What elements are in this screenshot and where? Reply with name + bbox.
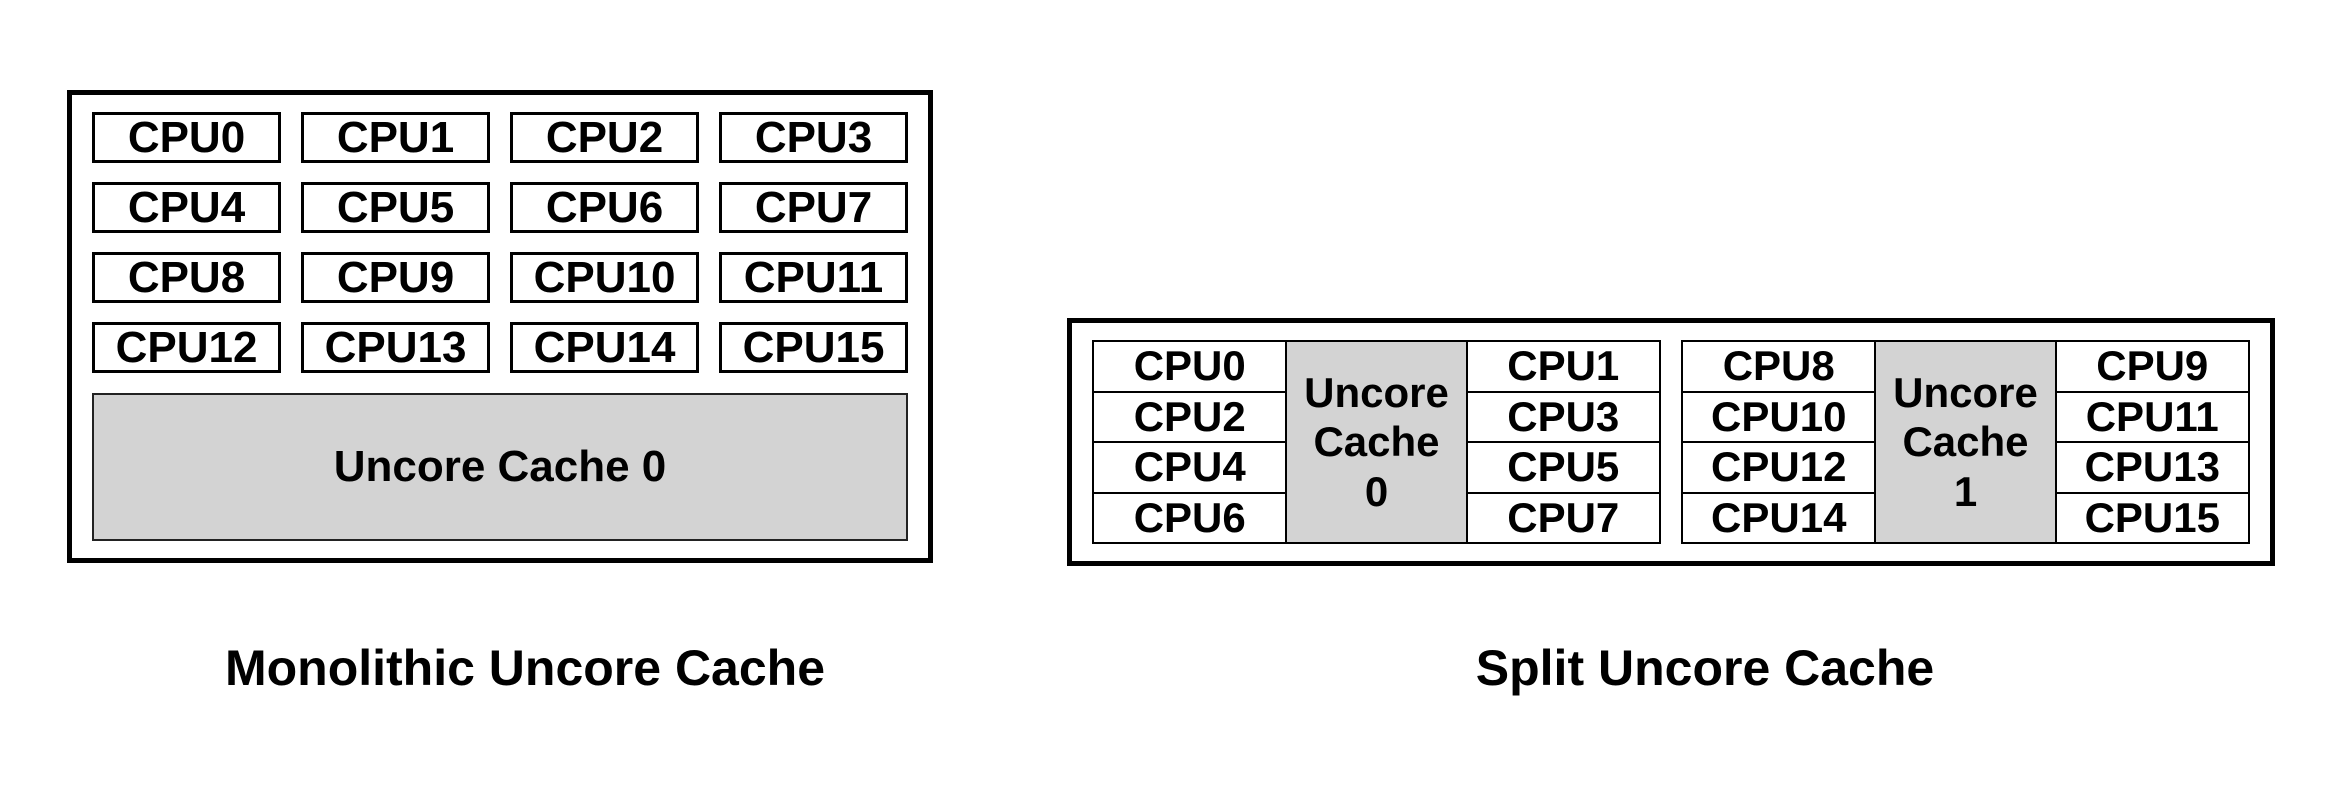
cpu-box-cpu12: CPU12 bbox=[92, 322, 281, 373]
cpu-cell-cpu9: CPU9 bbox=[2056, 342, 2248, 393]
monolithic-caption: Monolithic Uncore Cache bbox=[224, 640, 826, 696]
monolithic-uncore-cache-label: Uncore Cache 0 bbox=[333, 442, 667, 491]
cpu-box-cpu10: CPU10 bbox=[510, 252, 699, 303]
cpu-cell-cpu14: CPU14 bbox=[1711, 493, 1847, 541]
cpu-cell-cpu13: CPU13 bbox=[2056, 443, 2248, 494]
cpu-box-cpu9: CPU9 bbox=[301, 252, 490, 303]
cpu-box-cpu15: CPU15 bbox=[719, 322, 908, 373]
cpu-box-cpu0: CPU0 bbox=[92, 112, 281, 163]
cpu-cell-cpu7: CPU7 bbox=[1507, 493, 1620, 541]
cpu-cell-cpu15: CPU15 bbox=[2084, 493, 2220, 541]
cpu-cell-cpu11: CPU11 bbox=[2056, 393, 2248, 443]
cpu-box-cpu7: CPU7 bbox=[719, 182, 908, 233]
uncore-cache-0-box: Uncore Cache 0 bbox=[1287, 340, 1466, 544]
uncore-cache-0-label: Uncore Cache 0 bbox=[1304, 369, 1449, 515]
cpu-cell-cpu10: CPU10 bbox=[1683, 393, 1875, 443]
split-caption: Split Uncore Cache bbox=[1475, 640, 1935, 696]
uncore-cache-1-label: Uncore Cache 1 bbox=[1893, 369, 2038, 515]
cpu-box-cpu8: CPU8 bbox=[92, 252, 281, 303]
cpu-cell-cpu5: CPU5 bbox=[1467, 443, 1659, 494]
cpu-cell-cpu8: CPU8 bbox=[1683, 342, 1875, 393]
cpu-box-cpu4: CPU4 bbox=[92, 182, 281, 233]
uncore-cache-1-box: Uncore Cache 1 bbox=[1876, 340, 2055, 544]
cpu-cell-cpu4: CPU4 bbox=[1094, 443, 1286, 494]
cpu-cell-cpu2: CPU2 bbox=[1094, 393, 1286, 443]
cpu-box-cpu5: CPU5 bbox=[301, 182, 490, 233]
cpu-box-cpu6: CPU6 bbox=[510, 182, 699, 233]
cpu-box-cpu14: CPU14 bbox=[510, 322, 699, 373]
cpu-box-cpu13: CPU13 bbox=[301, 322, 490, 373]
monolithic-uncore-cache-box: Uncore Cache 0 bbox=[92, 393, 908, 541]
cpu-cell-cpu1: CPU1 bbox=[1467, 342, 1659, 393]
cpu-cell-cpu12: CPU12 bbox=[1683, 443, 1875, 494]
cpu-box-cpu11: CPU11 bbox=[719, 252, 908, 303]
cpu-box-cpu3: CPU3 bbox=[719, 112, 908, 163]
cpu-box-cpu1: CPU1 bbox=[301, 112, 490, 163]
cpu-cell-cpu3: CPU3 bbox=[1467, 393, 1659, 443]
cpu-box-cpu2: CPU2 bbox=[510, 112, 699, 163]
cpu-cell-cpu6: CPU6 bbox=[1133, 493, 1246, 541]
cpu-cell-cpu0: CPU0 bbox=[1094, 342, 1286, 393]
